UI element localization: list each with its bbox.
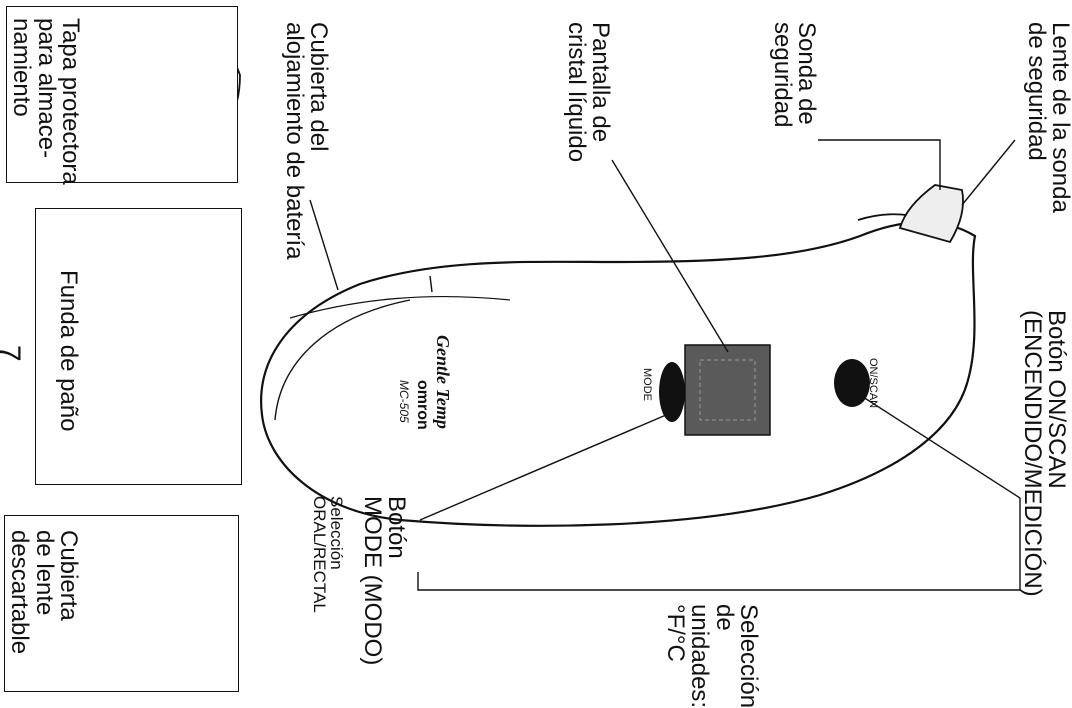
label-mode: Botón MODE (MODO) <box>359 496 408 665</box>
mode-button <box>659 362 685 422</box>
label-on-scan: Botón ON/SCAN (ENCENDIDO/MEDICIÓN) <box>1019 310 1068 597</box>
lcd-screen <box>685 345 770 435</box>
model-text: MC-505 <box>398 380 410 423</box>
on-scan-button <box>834 359 870 407</box>
label-cap: Tapa protectora para almace- namiento <box>9 18 82 185</box>
label-cover: Cubierta de lente descartable <box>7 530 80 654</box>
label-mode-sub: Selección ORAL/RECTAL <box>310 496 345 613</box>
on-scan-marking: ON/SCAN <box>867 358 878 408</box>
housing-seam <box>430 276 432 292</box>
battery-cover-line <box>275 300 410 420</box>
label-battery-cover: Cubierta del alojamiento de batería <box>281 22 330 260</box>
label-units: Selección de unidades: °F/°C <box>662 604 760 708</box>
probe-shape <box>900 185 963 242</box>
label-probe: Sonda de seguridad <box>769 22 818 127</box>
body-inner-line <box>290 297 510 318</box>
mode-marking: MODE <box>641 368 652 401</box>
page-number: 7 <box>0 345 24 362</box>
maker-text: omron <box>414 380 430 430</box>
label-cloth: Funda de paño <box>56 270 80 431</box>
brand-text: Gentle Temp <box>434 335 452 429</box>
label-lcd: Pantalla de cristal líquido <box>563 22 612 162</box>
label-lens: Lente de la sonda de seguridad <box>1023 22 1072 213</box>
